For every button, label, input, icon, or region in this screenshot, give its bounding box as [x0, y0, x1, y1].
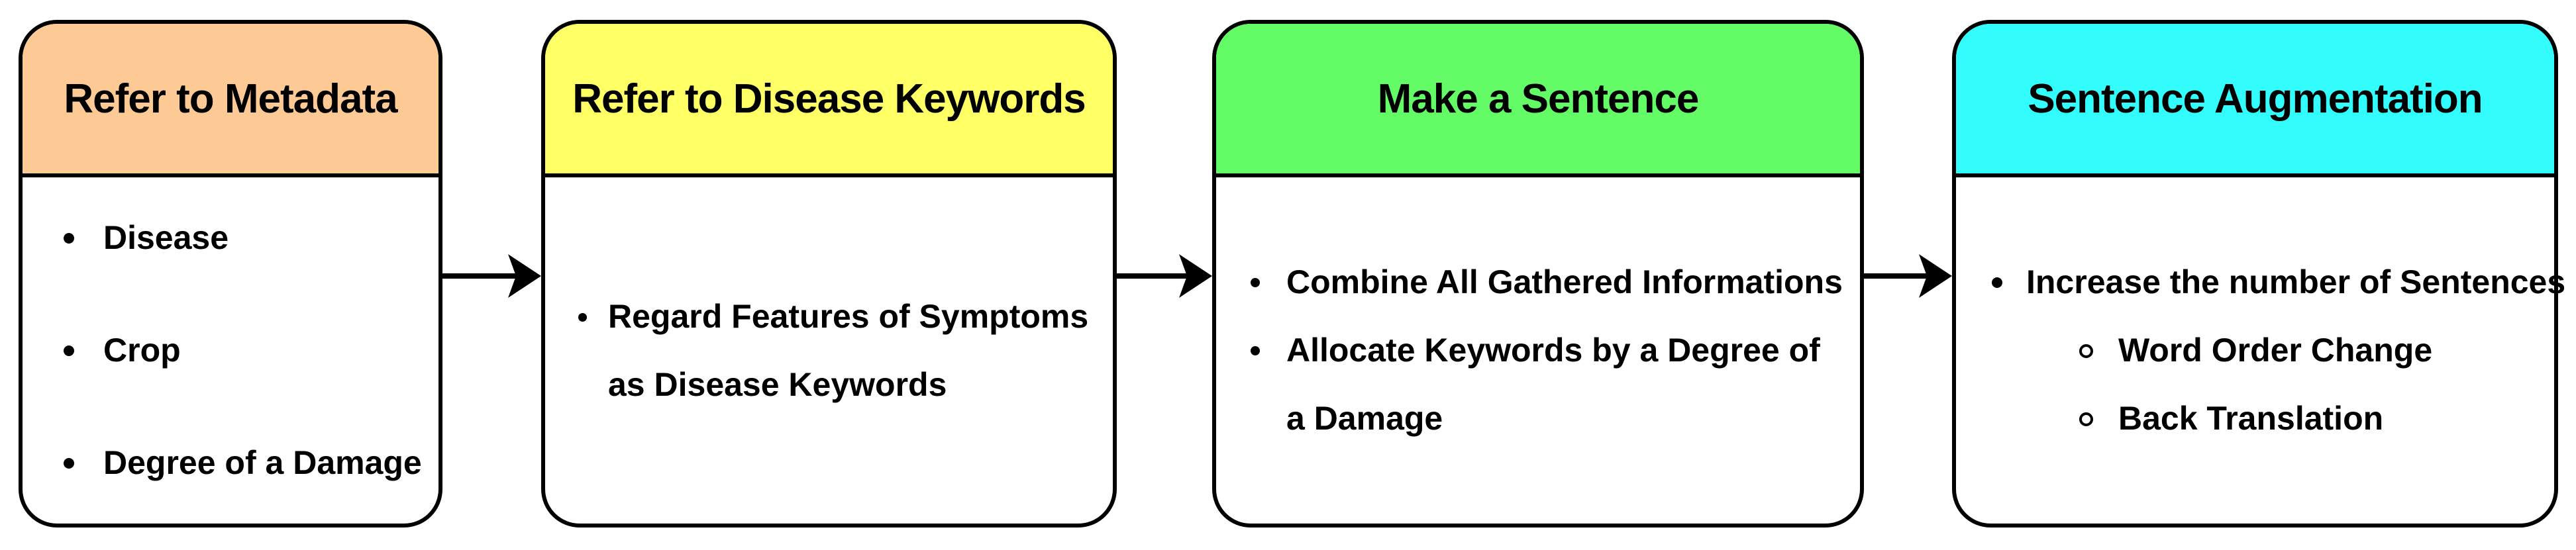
bullet-text: Disease: [103, 219, 229, 256]
card-body: Increase the number of Sentences Word Or…: [1956, 177, 2565, 524]
bullet-text: Combine All Gathered Informations: [1286, 263, 1843, 300]
bullet-icon: [64, 345, 74, 356]
bullet-icon: [64, 458, 74, 469]
bullet-icon: [578, 312, 587, 322]
sub-list-item: Back Translation: [2079, 385, 2565, 453]
sub-bullet-icon: [2079, 344, 2093, 358]
sub-bullet-text: Back Translation: [2118, 400, 2384, 437]
bullet-list: Disease Crop Degree of a Damage: [23, 204, 438, 497]
card-header: Make a Sentence: [1216, 24, 1860, 177]
card-title: Refer to Disease Keywords: [572, 75, 1086, 122]
bullet-icon: [1251, 278, 1260, 287]
list-item: Regard Features of Symptoms as Disease K…: [578, 283, 1100, 419]
list-item: Increase the number of Sentences: [1992, 248, 2565, 316]
bullet-icon: [64, 233, 74, 244]
bullet-text: Allocate Keywords by a Degree of a Damag…: [1286, 332, 1820, 437]
step-card-make-a-sentence: Make a Sentence Combine All Gathered Inf…: [1212, 20, 1864, 527]
list-item: Combine All Gathered Informations: [1251, 248, 1843, 316]
card-title: Make a Sentence: [1377, 75, 1700, 122]
card-body: Disease Crop Degree of a Damage: [23, 177, 438, 524]
bullet-icon: [1992, 277, 2002, 288]
list-item: Disease: [64, 204, 425, 272]
sub-bullet-icon: [2079, 412, 2093, 426]
bullet-text: Crop: [103, 332, 181, 369]
bullet-list: Combine All Gathered Informations Alloca…: [1216, 248, 1860, 453]
flow-arrow: [1863, 254, 1952, 298]
flow-arrow: [1115, 254, 1212, 298]
sub-bullet-text: Word Order Change: [2118, 332, 2433, 369]
card-title: Refer to Metadata: [64, 75, 397, 122]
bullet-text: Increase the number of Sentences: [2026, 263, 2566, 300]
card-body: Combine All Gathered Informations Alloca…: [1216, 177, 1860, 524]
step-card-sentence-augmentation: Sentence Augmentation Increase the numbe…: [1952, 20, 2565, 527]
bullet-list: Increase the number of Sentences Word Or…: [1956, 248, 2565, 453]
card-header: Refer to Disease Keywords: [545, 24, 1113, 177]
card-body: Regard Features of Symptoms as Disease K…: [545, 177, 1113, 524]
bullet-text: Degree of a Damage: [103, 444, 422, 481]
list-item: Allocate Keywords by a Degree of a Damag…: [1251, 316, 1843, 453]
step-card-refer-to-disease-keywords: Refer to Disease Keywords Regard Feature…: [541, 20, 1117, 527]
list-item: Crop: [64, 316, 425, 385]
sub-list-item: Word Order Change: [2079, 316, 2565, 385]
card-title: Sentence Augmentation: [2028, 75, 2483, 122]
step-card-refer-to-metadata: Refer to Metadata Disease Crop Degree of…: [19, 20, 442, 527]
list-item: Degree of a Damage: [64, 429, 425, 497]
bullet-list: Regard Features of Symptoms as Disease K…: [545, 283, 1113, 419]
bullet-icon: [1251, 346, 1260, 355]
flow-arrow: [440, 254, 541, 298]
card-header: Sentence Augmentation: [1956, 24, 2554, 177]
bullet-text: Regard Features of Symptoms as Disease K…: [608, 297, 1089, 403]
card-header: Refer to Metadata: [23, 24, 438, 177]
